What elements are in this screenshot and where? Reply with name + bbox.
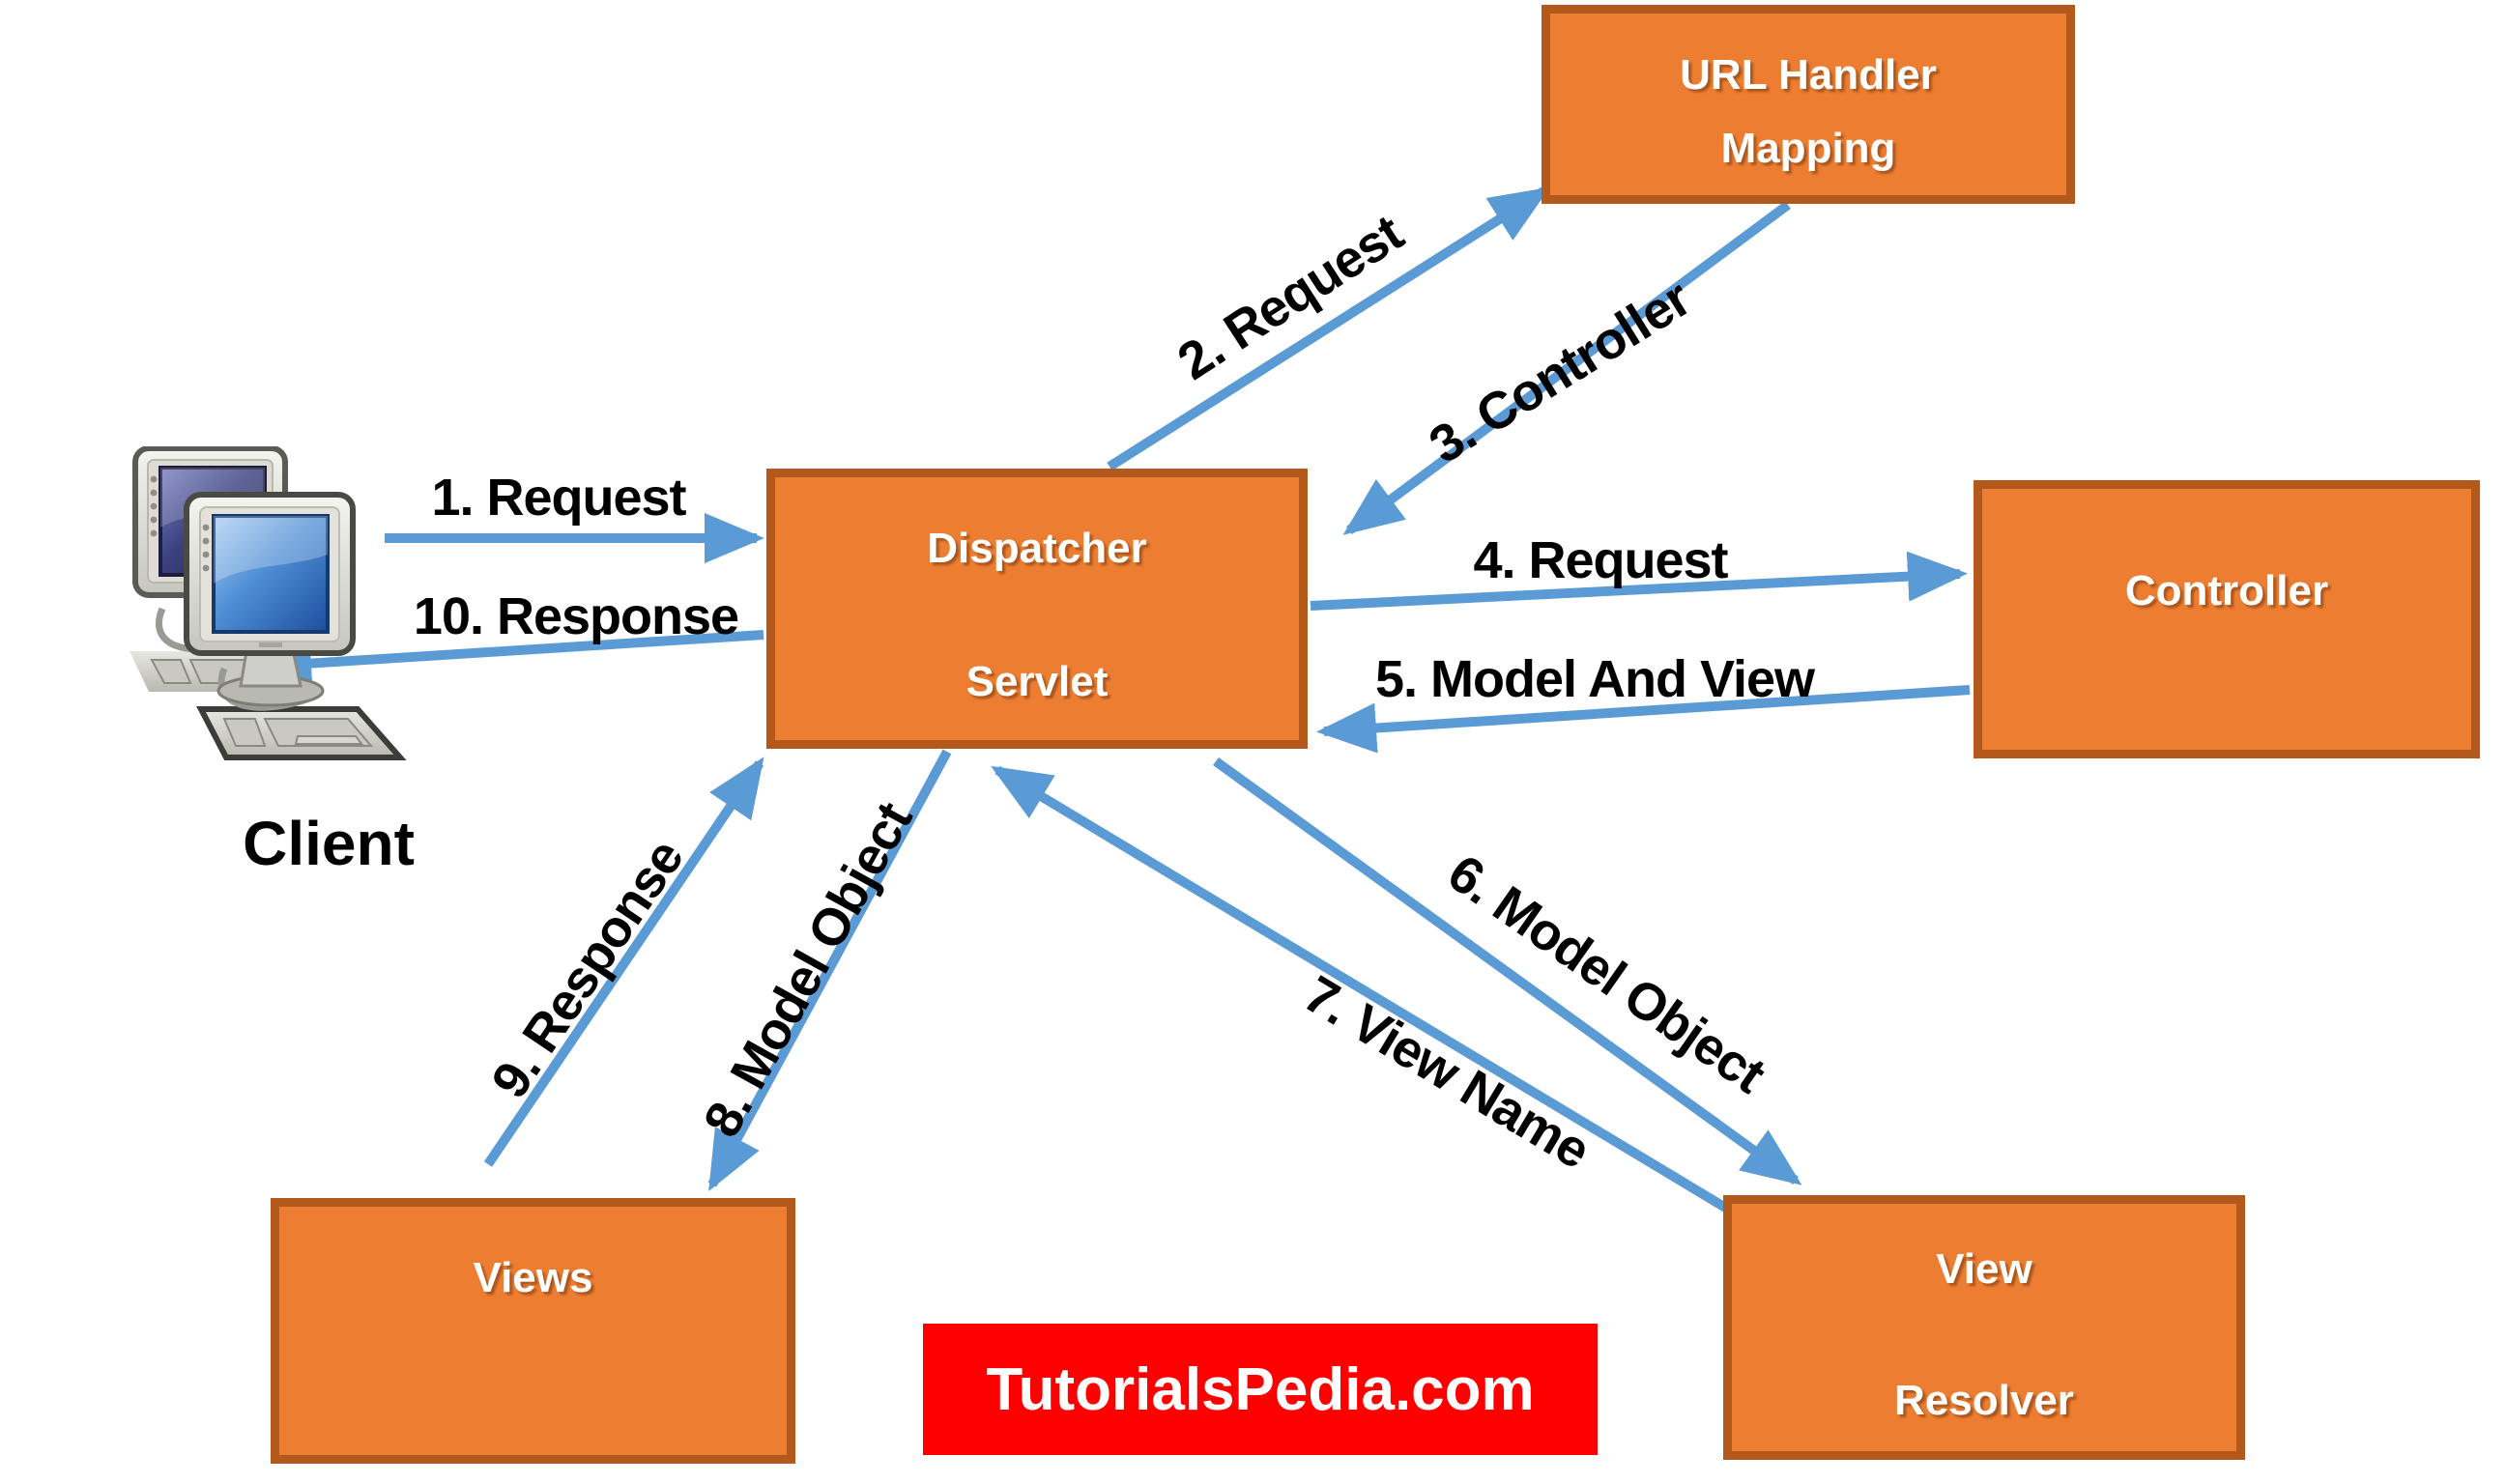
arrow-label-5: 5. Model And View [1374,650,1815,708]
arrow-4-request [1310,551,1968,611]
arrow-2-request [1107,186,1550,471]
node-dispatcher-servlet-line2: Servlet [965,658,1109,705]
arrow-10-response [251,630,764,689]
node-url-handler-mapping-line1: URL Handler [1680,51,1937,99]
arrow-8-model-object [707,749,952,1192]
node-views-line1: Views [473,1254,593,1301]
node-view-resolver-line1: View [1936,1245,2032,1293]
arrow-5-model-and-view [1316,685,1971,754]
computer-workstations-icon [130,445,407,760]
tutorialspedia-banner: TutorialsPedia.com [923,1324,1598,1455]
tutorialspedia-banner-text: TutorialsPedia.com [986,1356,1535,1423]
node-url-handler-mapping-line2: Mapping [1720,125,1896,172]
node-controller-line1: Controller [2124,567,2329,614]
node-dispatcher-servlet-line1: Dispatcher [927,525,1147,572]
arrow-label-10: 10. Response [413,587,739,645]
arrow-6-model-object [1213,756,1802,1185]
arrow-9-response [483,756,764,1167]
client-label: Client [243,809,415,878]
arrow-3-controller [1342,200,1791,535]
node-view-resolver: View Resolver [1723,1195,2245,1460]
arrow-label-4: 4. Request [1473,531,1728,589]
node-controller: Controller [1974,480,2480,758]
front-computer [184,492,407,760]
node-dispatcher-servlet: Dispatcher Servlet [766,469,1308,749]
node-views: Views [271,1198,795,1464]
arrow-7-view-name [991,765,1735,1216]
client-computers-icon [108,445,427,785]
node-view-resolver-line2: Resolver [1894,1377,2074,1424]
arrow-label-1: 1. Request [431,469,686,527]
node-url-handler-mapping: URL Handler Mapping [1542,5,2075,204]
